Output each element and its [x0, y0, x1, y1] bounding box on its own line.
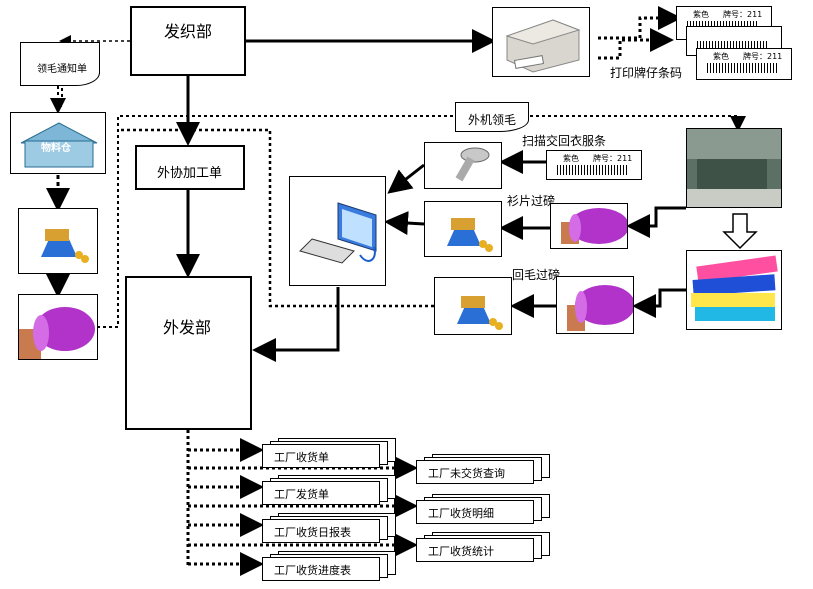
report-right-label: 工厂未交货查询	[428, 467, 505, 480]
scale-mid-box	[424, 201, 502, 257]
warehouse-box: 物料仓	[10, 112, 106, 174]
barcode-tag-3: 紫色 牌号：211	[696, 48, 792, 80]
report-left-label: 工厂收货单	[274, 451, 329, 464]
weighing-scale-icon	[41, 229, 89, 263]
computer-box	[289, 176, 386, 286]
weaving-dept-box: 发织部	[130, 6, 246, 76]
machine-yarn-doc: 外机领毛	[455, 102, 529, 132]
report-right-1: 工厂收货明细	[416, 494, 556, 524]
barcode-bars	[697, 41, 769, 50]
report-right-2: 工厂收货统计	[416, 532, 556, 562]
outgoing-dept-label: 外发部	[163, 318, 212, 337]
report-left-3: 工厂收货进度表	[262, 551, 402, 581]
scale-left-box	[18, 208, 98, 274]
sweater-pile-icon	[691, 255, 778, 321]
yarn-bottom-box	[556, 276, 634, 334]
report-right-label: 工厂收货明细	[428, 507, 494, 520]
scan-return-tag: 紫色 牌号：211	[546, 150, 642, 180]
warehouse-label: 物料仓	[41, 143, 71, 154]
yarn-left-box	[18, 294, 98, 360]
yarn-notice-label: 领毛通知单	[37, 64, 87, 75]
yarn-notice-doc: 领毛通知单	[20, 42, 100, 86]
machine-yarn-label: 外机领毛	[468, 113, 517, 127]
warehouse-icon	[20, 122, 98, 168]
piece-weigh-label: 衫片过磅	[507, 194, 556, 208]
report-left-2: 工厂收货日报表	[262, 513, 402, 543]
barcode-scanner-icon	[455, 147, 490, 182]
tag-color-label: 紫色	[693, 10, 709, 19]
print-tag-label: 打印牌仔条码	[610, 66, 683, 80]
computer-icon	[299, 202, 377, 264]
report-left-label: 工厂收货进度表	[274, 564, 351, 577]
sweaters-box	[686, 250, 782, 330]
scan-return-label: 扫描交回衣服条	[522, 134, 607, 148]
outsource-order-label: 外协加工单	[157, 166, 223, 181]
report-left-1: 工厂发货单	[262, 475, 402, 505]
weighing-scale-icon	[447, 218, 493, 252]
yarn-cone-icon	[567, 285, 633, 331]
knitting-machine-icon	[687, 129, 781, 207]
tag-number-label: 牌号：211	[593, 154, 633, 163]
scale-bottom-box	[434, 277, 512, 335]
outsource-order-box: 外协加工单	[135, 145, 245, 190]
knitting-machine-box	[686, 128, 782, 208]
yarn-return-weigh-label: 回毛过磅	[512, 268, 561, 282]
scanner-box	[424, 142, 502, 189]
report-left-0: 工厂收货单	[262, 438, 402, 468]
barcode-bars	[557, 165, 629, 175]
yarn-cone-icon	[561, 208, 627, 244]
tag-color-label: 紫色	[563, 154, 579, 163]
report-right-label: 工厂收货统计	[428, 545, 494, 558]
outgoing-dept-box: 外发部	[125, 276, 252, 430]
tag-number-label: 牌号：211	[723, 10, 763, 19]
report-left-label: 工厂收货日报表	[274, 526, 351, 539]
yarn-cone-icon	[19, 307, 95, 359]
report-left-label: 工厂发货单	[274, 488, 329, 501]
label-printer-icon	[505, 19, 581, 73]
tag-number-label: 牌号：211	[743, 52, 783, 61]
barcode-bars	[707, 63, 779, 73]
yarn-mid-box	[550, 203, 628, 249]
report-right-0: 工厂未交货查询	[416, 454, 556, 484]
weaving-dept-label: 发织部	[164, 22, 213, 41]
tag-color-label: 紫色	[713, 52, 729, 61]
weighing-scale-icon	[457, 296, 503, 330]
printer-box	[492, 7, 590, 77]
